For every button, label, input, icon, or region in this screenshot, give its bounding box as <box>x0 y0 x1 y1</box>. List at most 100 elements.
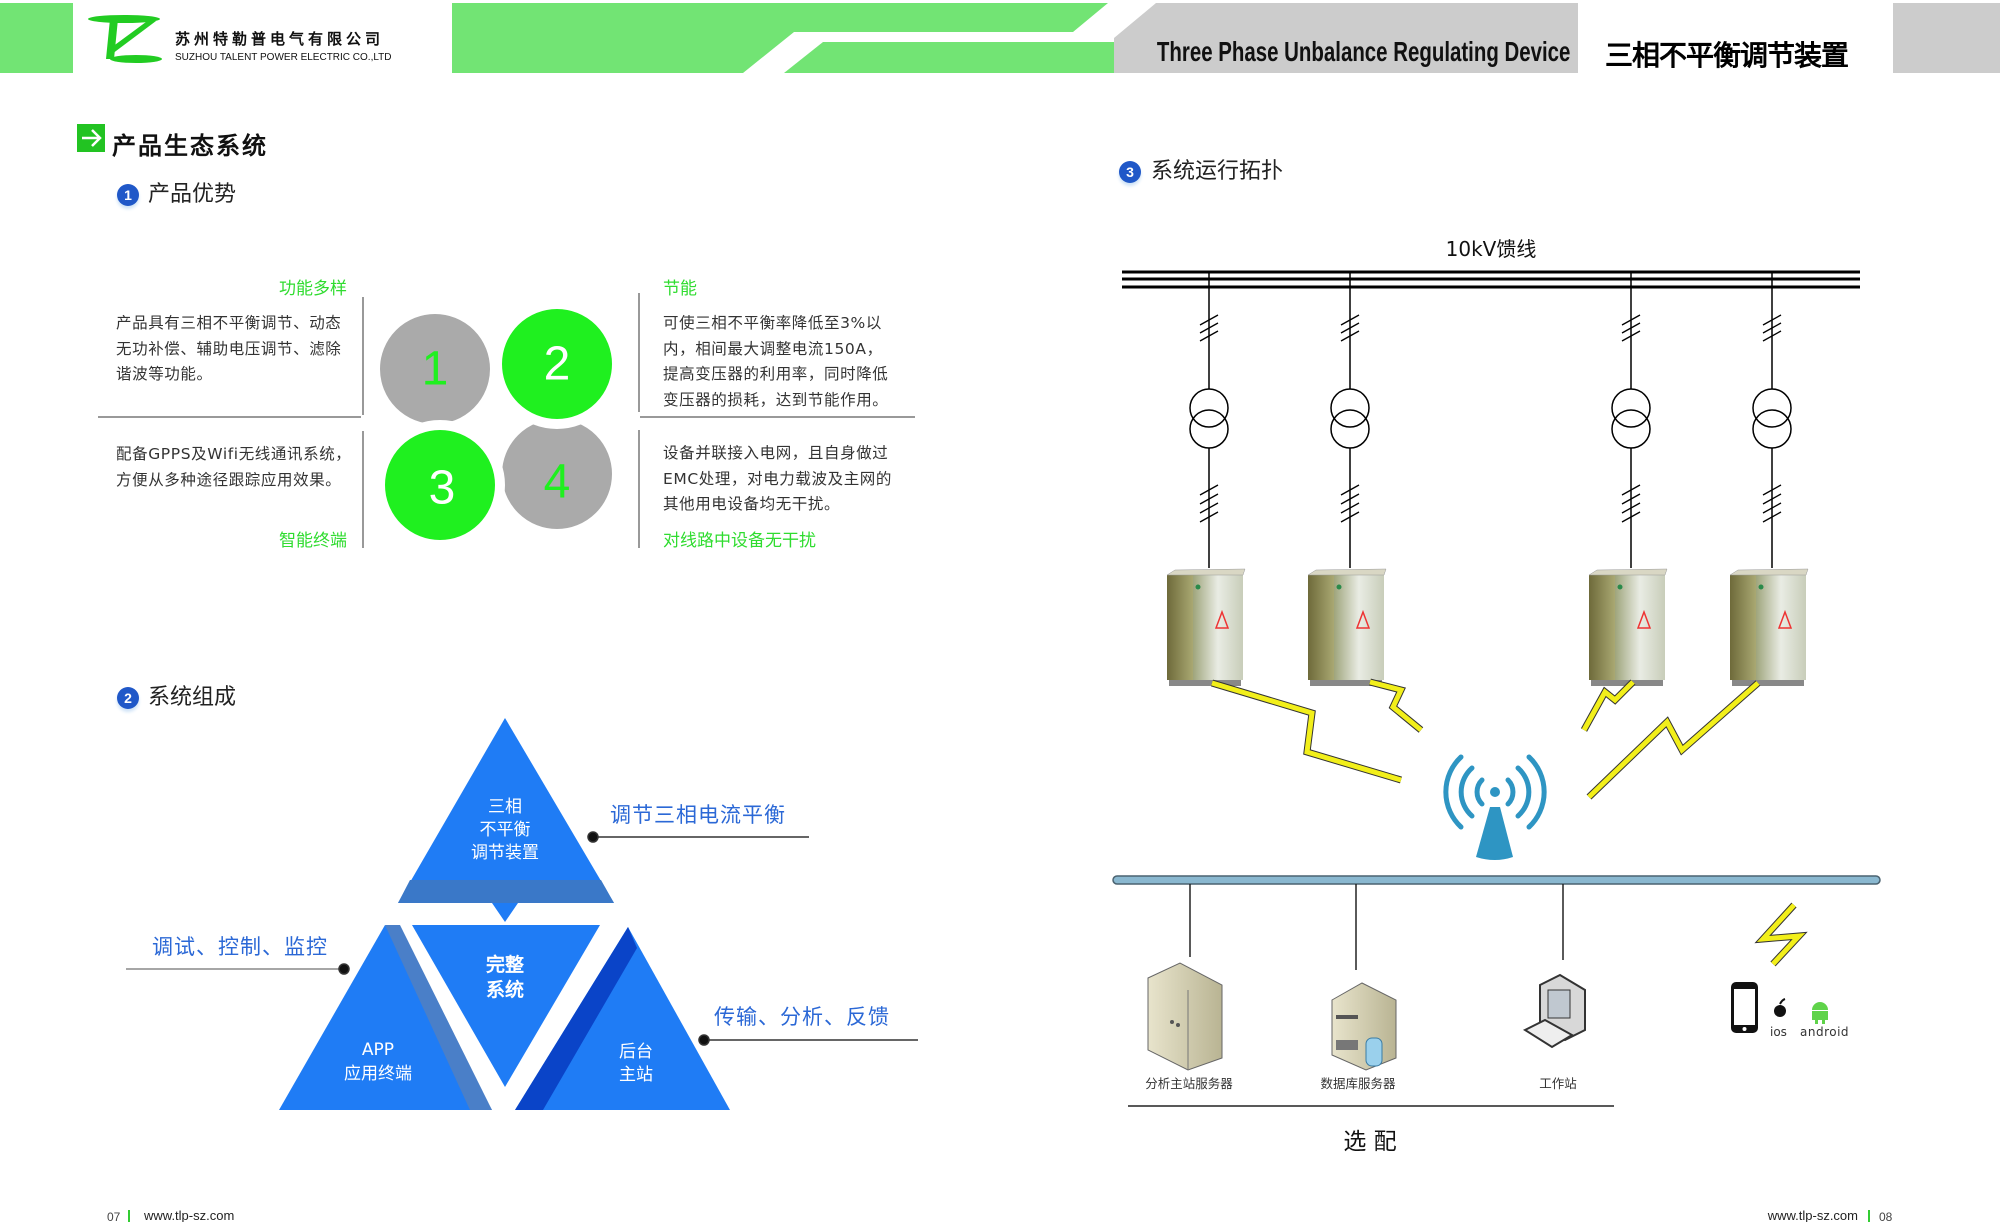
regulating-cabinet <box>1166 568 1246 686</box>
footer-url-left: www.tlp-sz.com <box>144 1208 235 1222</box>
warning-icon <box>1214 609 1230 629</box>
advantage-text: 设备并联接入电网，且自身做过 <box>663 444 889 462</box>
android-icon <box>1812 1002 1828 1024</box>
advantage-text: 无功补偿、辅助电压调节、滤除 <box>116 340 342 358</box>
phase-tick <box>1762 330 1782 342</box>
phase-tick <box>1199 502 1219 514</box>
top-triangle-label: 不平衡 <box>479 820 531 840</box>
company-name-cn: 苏州特勒普电气有限公司 <box>175 30 385 48</box>
android-label: android <box>1800 1025 1850 1039</box>
phase-tick <box>1621 484 1641 496</box>
phase-tick <box>1621 502 1641 514</box>
feeder-label: 10kV馈线 <box>1445 237 1537 261</box>
transformer-icon <box>1611 388 1651 449</box>
header-green-stripe <box>784 42 1114 73</box>
center-triangle <box>412 925 600 1087</box>
footer-separator-left <box>128 1210 130 1222</box>
phase-tick <box>1340 322 1360 334</box>
header-band <box>0 3 2000 73</box>
server-label-workstation: 工作站 <box>1539 1076 1577 1091</box>
advantage-text: 配备GPPS及Wifi无线通讯系统， <box>116 445 352 463</box>
phase-tick <box>1199 330 1219 342</box>
lightning-links <box>1210 678 1808 967</box>
section-title: 产品生态系统 <box>112 132 268 160</box>
advantage-text: 内，相间最大调整电流150A， <box>663 340 883 358</box>
composition-heading: 系统组成 <box>148 685 237 710</box>
feeder-branch <box>1588 272 1668 686</box>
phase-tick <box>1199 511 1219 523</box>
phase-tick <box>1621 493 1641 505</box>
composition-diagram <box>126 718 918 1110</box>
apple-icon <box>1774 998 1786 1017</box>
phase-tick <box>1762 314 1782 326</box>
wireless-antenna-icon <box>1443 754 1547 860</box>
footer-page-right: 08 <box>1879 1210 1893 1222</box>
advantage-text: 方便从多种途径跟踪应用效果。 <box>116 471 342 489</box>
advantage-text: 提高变压器的利用率，同时降低 <box>663 365 889 383</box>
phase-tick <box>1762 502 1782 514</box>
advantage-circles <box>370 299 622 550</box>
quadrant-dividers <box>98 293 915 548</box>
advantage-title-no-interference: 对线路中设备无干扰 <box>663 531 816 551</box>
ios-label: ios <box>1770 1025 1787 1039</box>
advantage-text: 产品具有三相不平衡调节、动态 <box>116 314 342 332</box>
top-triangle-label: 调节装置 <box>471 843 539 863</box>
advantage-title-versatile: 功能多样 <box>279 279 347 299</box>
advantage-text: 谐波等功能。 <box>116 365 213 383</box>
phase-tick <box>1762 322 1782 334</box>
transformer-icon <box>1189 388 1229 449</box>
regulating-cabinet <box>1729 568 1809 686</box>
arrow-right-icon <box>77 124 105 152</box>
phase-tick <box>1621 330 1641 342</box>
left-triangle-label: 应用终端 <box>344 1064 412 1084</box>
advantage-title-energy: 节能 <box>663 279 697 299</box>
phase-tick <box>1340 484 1360 496</box>
right-triangle-label: 主站 <box>619 1065 653 1085</box>
phase-tick <box>1340 502 1360 514</box>
feeder-branch <box>1729 272 1809 686</box>
phase-tick <box>1762 493 1782 505</box>
title-cn: 三相不平衡调节装置 <box>1605 39 1849 72</box>
feeder-branch <box>1307 272 1387 686</box>
step-badge-1: 1 <box>117 184 139 206</box>
warning-icon <box>1636 609 1652 629</box>
warning-icon <box>1355 609 1371 629</box>
feeder-branches <box>1166 272 1809 686</box>
center-triangle-label: 系统 <box>485 979 524 1001</box>
warning-icon <box>1777 609 1793 629</box>
header-green-band <box>452 3 1108 73</box>
regulating-cabinet <box>1588 568 1668 686</box>
title-en: Three Phase Unbalance Regulating Device <box>1156 36 1570 67</box>
footer-separator-right <box>1868 1210 1870 1222</box>
phase-tick <box>1621 322 1641 334</box>
circle-number-3: 3 <box>428 461 456 515</box>
transformer-icon <box>1330 388 1370 449</box>
top-triangle-label: 三相 <box>488 797 522 817</box>
phase-tick <box>1621 314 1641 326</box>
phase-tick <box>1340 314 1360 326</box>
circle-3 <box>375 420 505 550</box>
phase-tick <box>1340 511 1360 523</box>
left-triangle <box>279 925 492 1110</box>
right-triangle-label: 后台 <box>619 1042 653 1062</box>
analysis-server-icon <box>1147 962 1223 1071</box>
circle-number-1: 1 <box>421 342 449 396</box>
company-name-en: SUZHOU TALENT POWER ELECTRIC CO.,LTD <box>175 52 392 63</box>
advantage-title-smart-terminal: 智能终端 <box>279 531 347 551</box>
top-triangle <box>398 718 614 903</box>
database-server-icon <box>1331 982 1397 1071</box>
footer-page-left: 07 <box>107 1210 121 1222</box>
phase-tick <box>1340 330 1360 342</box>
advantage-text: 可使三相不平衡率降低至3%以 <box>663 314 882 332</box>
phase-tick <box>1199 314 1219 326</box>
server-label-analysis: 分析主站服务器 <box>1145 1076 1233 1091</box>
advantage-text: 变压器的损耗，达到节能作用。 <box>663 391 889 409</box>
callout-balance: 调节三相电流平衡 <box>610 803 786 827</box>
header-green-left <box>0 3 73 73</box>
optional-label: 选 配 <box>1343 1129 1397 1155</box>
advantages-heading: 产品优势 <box>148 182 237 207</box>
center-triangle-label: 完整 <box>485 954 524 976</box>
topology-heading: 系统运行拓扑 <box>1151 159 1284 184</box>
advantage-text: 其他用电设备均无干扰。 <box>663 495 841 513</box>
